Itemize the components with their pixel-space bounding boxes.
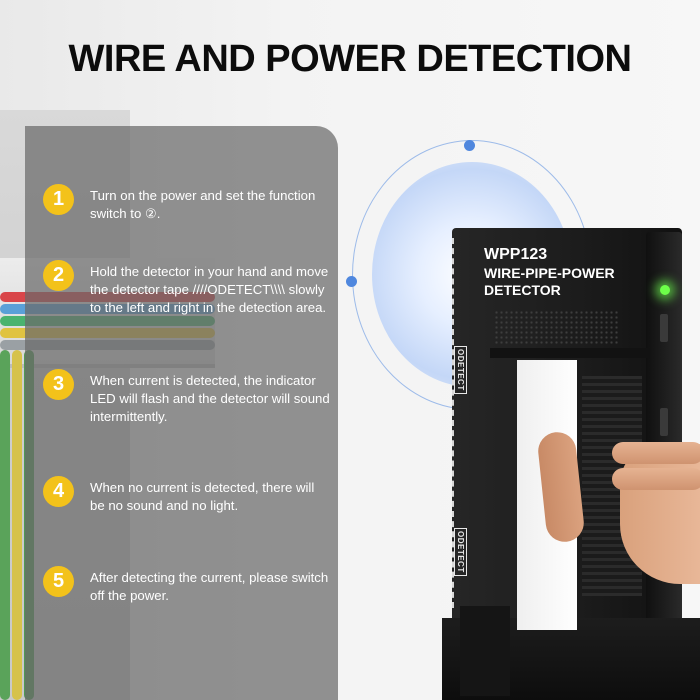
ring-dot-left — [346, 276, 357, 287]
step-number-badge: 1 — [43, 184, 74, 215]
device-model-label: WPP123 — [484, 246, 548, 263]
ring-dot-top — [464, 140, 475, 151]
step-number-badge: 3 — [43, 369, 74, 400]
brand-label-lower: ODETECT — [454, 528, 467, 576]
indicator-led-icon — [660, 285, 670, 295]
device-name-line1: WIRE-PIPE-POWER — [484, 265, 615, 281]
device-name-line2: DETECTOR — [484, 282, 561, 298]
cable-vertical-green — [0, 350, 10, 700]
step-text: When no current is detected, there will … — [90, 480, 315, 513]
step-text: Turn on the power and set the function s… — [90, 188, 316, 221]
page-title: WIRE AND POWER DETECTION — [68, 38, 632, 80]
finger — [612, 468, 700, 490]
function-switch — [660, 314, 668, 342]
hand-palm — [620, 444, 700, 584]
step-text: After detecting the current, please swit… — [90, 570, 329, 603]
hand-holding-device — [536, 430, 700, 590]
finger — [612, 442, 700, 464]
thumb — [536, 430, 586, 544]
step-text: Hold the detector in your hand and move … — [90, 264, 329, 315]
step-number-badge: 2 — [43, 260, 74, 291]
step-text: When current is detected, the indicator … — [90, 373, 330, 424]
device-head-edge — [490, 348, 650, 358]
power-switch — [660, 408, 668, 436]
cable-vertical-yellow — [12, 350, 22, 700]
instruction-panel — [25, 126, 338, 700]
step-number-badge: 5 — [43, 566, 74, 597]
step-number-badge: 4 — [43, 476, 74, 507]
device-foot — [460, 606, 510, 696]
detector-tape-edge — [452, 238, 462, 608]
brand-label-upper: ODETECT — [454, 346, 467, 394]
speaker-grille — [494, 310, 619, 346]
